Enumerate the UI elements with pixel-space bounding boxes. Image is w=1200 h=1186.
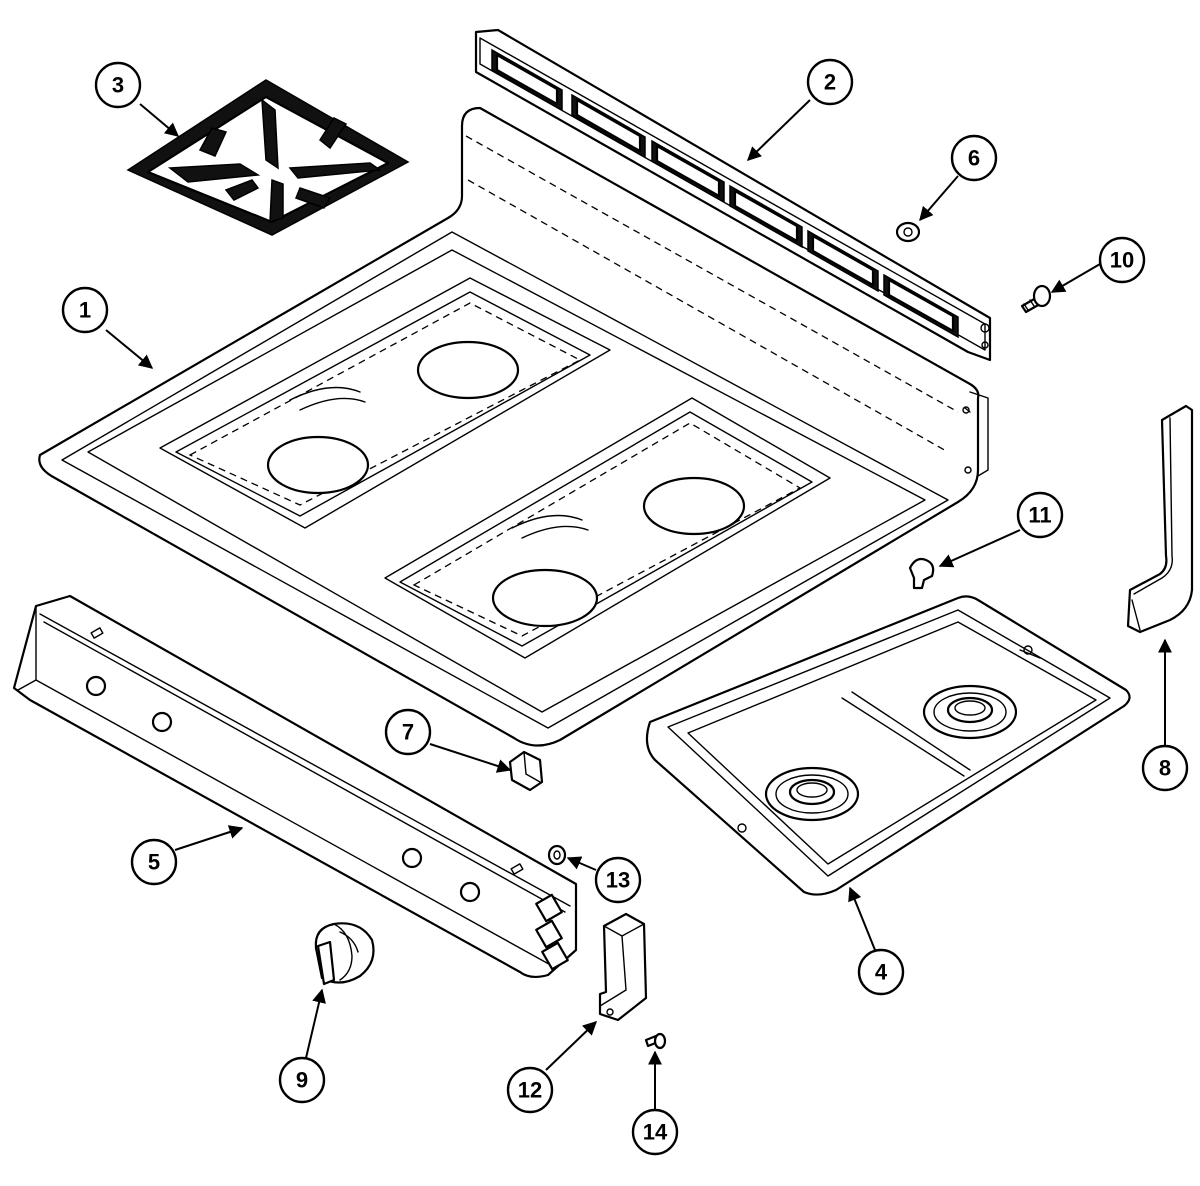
callout-5-label: 5 (148, 850, 160, 875)
part-2-vent-trim (474, 28, 992, 362)
part-3-grate (126, 79, 410, 236)
part-13-grommet (547, 844, 567, 866)
callout-10: 10 (1098, 236, 1146, 284)
left-burner-well (159, 277, 611, 529)
part-11-clip (908, 557, 935, 590)
front-burner-ring (764, 766, 860, 822)
callout-14-label: 14 (643, 1120, 668, 1145)
part-6-nut (895, 221, 921, 243)
part-12-bracket (598, 912, 648, 1022)
callout-14: 14 (631, 1108, 679, 1156)
rear-burner-ring (922, 684, 1018, 740)
callout-12-label: 12 (518, 1078, 542, 1103)
part-14-screw (644, 1032, 667, 1050)
callout-1-label: 1 (79, 298, 91, 323)
callout-11-label: 11 (1028, 503, 1051, 528)
callout-3: 3 (94, 61, 142, 109)
callout-4: 4 (857, 948, 905, 996)
vent-slots (491, 48, 959, 339)
part-4-burner-pan (645, 595, 1131, 896)
callout-6-label: 6 (968, 146, 980, 171)
part-9-knob (314, 922, 375, 986)
part-10-screw (1020, 284, 1052, 314)
right-burner-well (384, 397, 831, 659)
callout-10-label: 10 (1110, 248, 1134, 273)
callout-13: 13 (594, 856, 642, 904)
callout-6: 6 (950, 134, 998, 182)
part-7-bracket (508, 750, 544, 792)
callout-4-label: 4 (875, 960, 888, 985)
callout-9-label: 9 (296, 1068, 308, 1093)
callout-7-label: 7 (402, 720, 414, 745)
callout-11: 11 (1016, 491, 1064, 539)
callout-2: 2 (806, 58, 854, 106)
part-1-cooktop (38, 106, 989, 747)
callout-8-label: 8 (1159, 756, 1171, 781)
part-5-manifold-panel (12, 594, 578, 979)
callout-1: 1 (61, 286, 109, 334)
callout-3-label: 3 (112, 73, 124, 98)
callout-5: 5 (130, 838, 178, 886)
callout-7: 7 (384, 708, 432, 756)
leader-lines (105, 99, 1172, 1110)
part-8-side-trim (1126, 404, 1194, 634)
callout-2-label: 2 (824, 70, 836, 95)
callout-9: 9 (278, 1056, 326, 1104)
callout-8: 8 (1141, 744, 1189, 792)
callout-12: 12 (506, 1066, 554, 1114)
callout-13-label: 13 (606, 868, 630, 893)
